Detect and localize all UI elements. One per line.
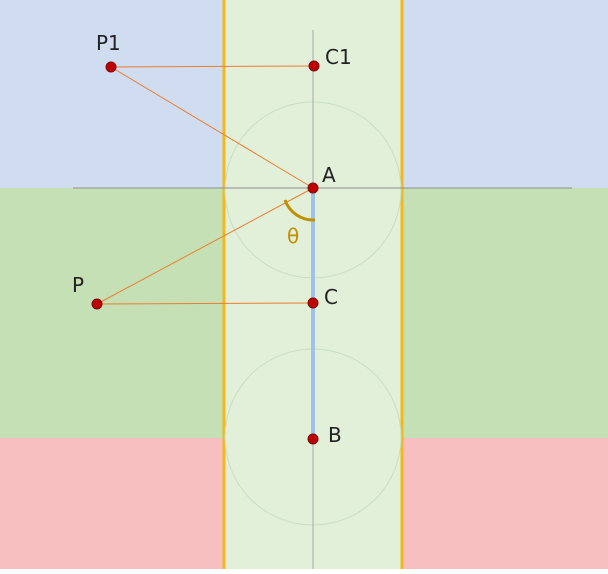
connector-p1-a bbox=[110, 66, 314, 189]
connector-p1-c1 bbox=[110, 65, 315, 68]
label-c: C bbox=[324, 285, 338, 309]
label-a: A bbox=[322, 163, 336, 187]
point-a bbox=[307, 182, 319, 194]
label-b: B bbox=[328, 423, 342, 447]
angle-arc bbox=[283, 199, 316, 222]
connector-p-a bbox=[96, 187, 314, 305]
label-p1: P1 bbox=[96, 31, 121, 55]
angle-label: θ bbox=[287, 224, 299, 248]
label-p: P bbox=[72, 273, 84, 297]
label-c1: C1 bbox=[325, 45, 352, 69]
point-p1 bbox=[105, 61, 117, 73]
point-c bbox=[307, 297, 319, 309]
connector-p-c bbox=[96, 302, 314, 305]
point-p bbox=[91, 298, 103, 310]
point-b bbox=[307, 433, 319, 445]
point-c1 bbox=[308, 60, 320, 72]
